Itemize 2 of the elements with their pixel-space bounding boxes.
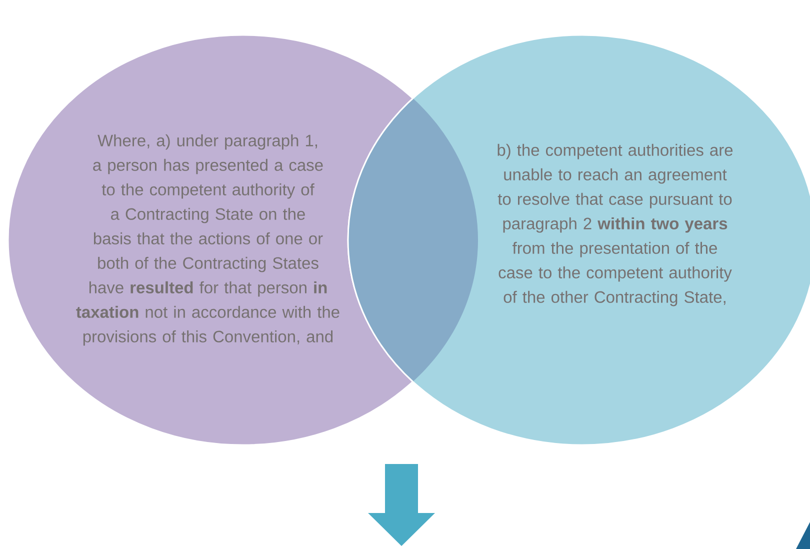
venn-text: Where, a) under paragraph 1, a person has presented a case to the competent authority of a Contracting State on the basis that the actions of one or both of the Contracting States have resulted for that person in taxation not in accordance with the provisions of this Convention, and	[76, 134, 340, 346]
venn-text: b) the competent authorities are unable to reach an agreement to resolve that case pursuant to paragraph 2 within two years from the presentation of the case to the competent authority of the other Contracting State,	[498, 144, 733, 306]
